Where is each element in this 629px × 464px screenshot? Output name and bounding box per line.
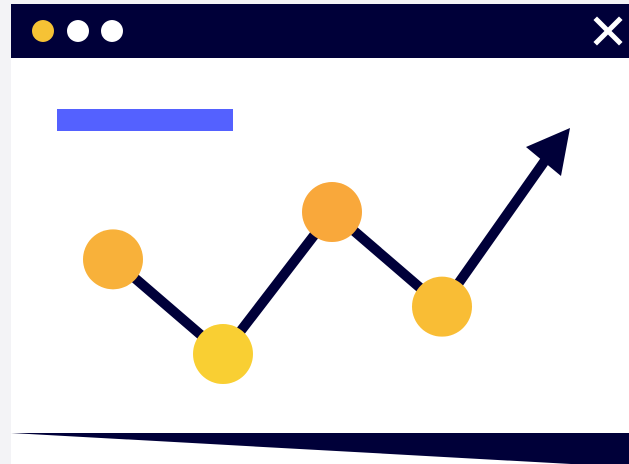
close-button[interactable] (593, 16, 623, 46)
trend-segment (437, 149, 556, 310)
point-3 (302, 182, 362, 242)
arrow-up-right-icon (526, 128, 570, 176)
window-control-dot-1[interactable] (32, 20, 54, 42)
placeholder-title-line (57, 109, 233, 131)
window-control-dot-2[interactable] (67, 20, 89, 42)
point-1 (83, 229, 143, 290)
point-4 (412, 276, 472, 337)
window-control-dot-3[interactable] (101, 20, 123, 42)
trend-graphic (83, 128, 570, 384)
footer-bar (11, 433, 629, 464)
close-icon (593, 16, 623, 46)
title-bar (11, 4, 629, 58)
point-2 (193, 324, 253, 384)
app-window (11, 4, 629, 464)
